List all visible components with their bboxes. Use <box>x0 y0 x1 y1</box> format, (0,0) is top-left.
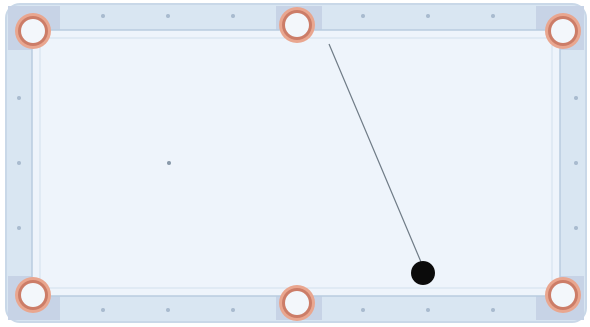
diamond-left-1 <box>17 96 21 100</box>
head-spot <box>167 161 171 165</box>
pocket-bottom-middle <box>279 285 315 321</box>
diamond-bottom-2 <box>166 308 170 312</box>
diamond-bottom-1 <box>101 308 105 312</box>
pocket-bottom-right <box>545 277 581 313</box>
diamond-top-4 <box>361 14 365 18</box>
pocket-bottom-middle-hole <box>285 291 309 315</box>
diamond-top-2 <box>166 14 170 18</box>
pocket-bottom-left-hole <box>21 283 45 307</box>
pocket-bottom-right-hole <box>551 283 575 307</box>
diamond-bottom-6 <box>491 308 495 312</box>
diamond-bottom-5 <box>426 308 430 312</box>
diamond-bottom-4 <box>361 308 365 312</box>
diamond-right-2 <box>574 161 578 165</box>
pocket-top-middle-hole <box>285 13 309 37</box>
black-ball[interactable] <box>411 261 435 285</box>
pocket-top-middle <box>279 7 315 43</box>
pocket-top-left-hole <box>21 19 45 43</box>
pocket-top-right-hole <box>551 19 575 43</box>
diamond-top-5 <box>426 14 430 18</box>
diamond-left-3 <box>17 226 21 230</box>
diamond-right-1 <box>574 96 578 100</box>
diamond-bottom-3 <box>231 308 235 312</box>
diamond-right-3 <box>574 226 578 230</box>
pocket-top-right <box>545 13 581 49</box>
pocket-bottom-left <box>15 277 51 313</box>
table-felt[interactable] <box>32 30 560 296</box>
diamond-top-1 <box>101 14 105 18</box>
diamond-top-3 <box>231 14 235 18</box>
diamond-left-2 <box>17 161 21 165</box>
diamond-top-6 <box>491 14 495 18</box>
pocket-top-left <box>15 13 51 49</box>
